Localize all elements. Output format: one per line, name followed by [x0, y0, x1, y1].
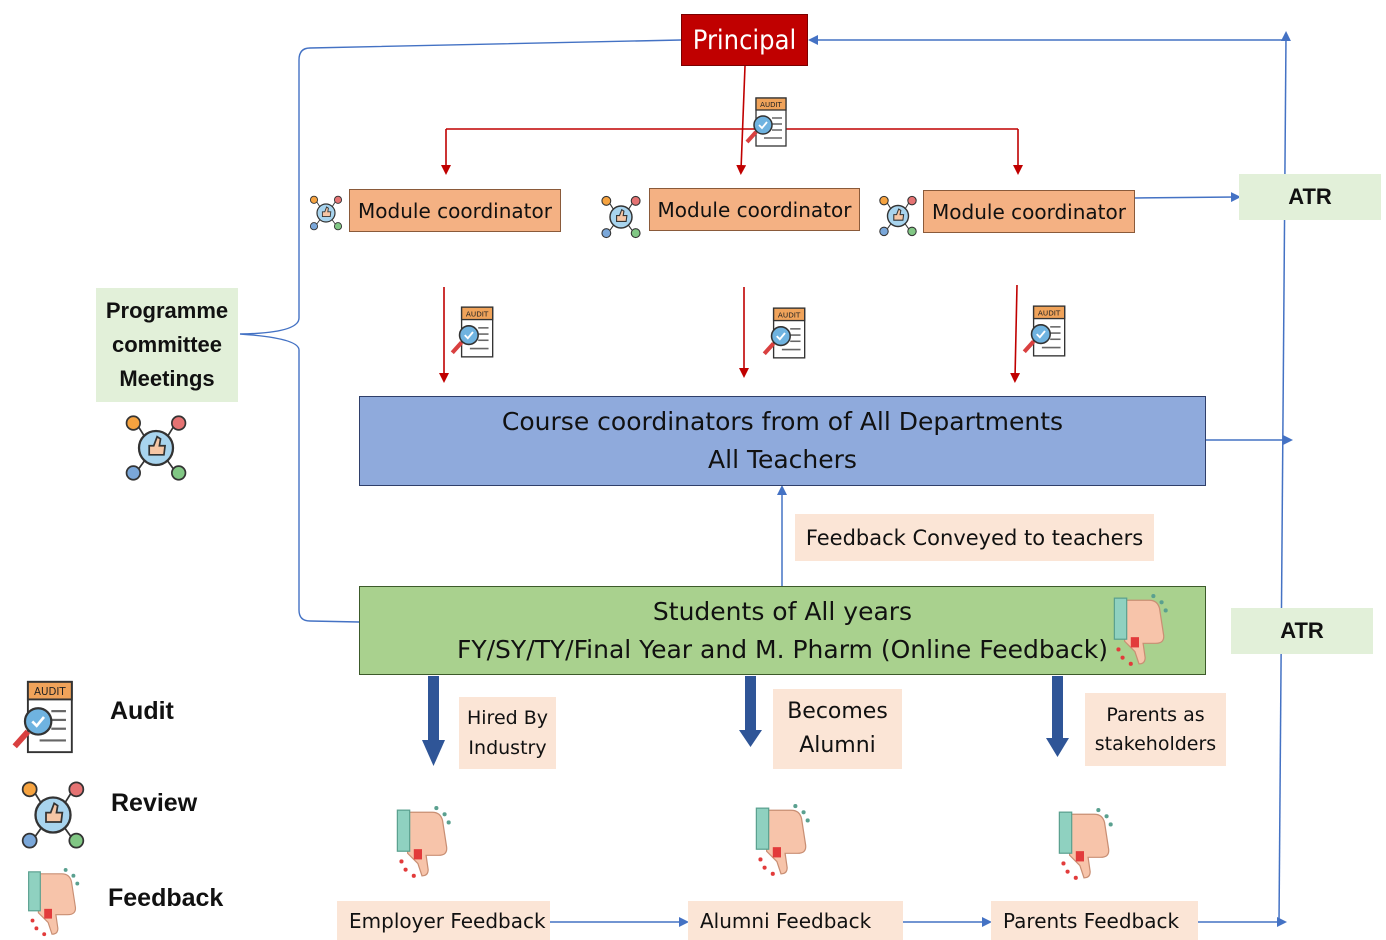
audit-icon: AUDIT — [450, 306, 494, 358]
alumni-line-2: Alumni — [799, 733, 876, 758]
right-vertical-line — [1278, 31, 1291, 924]
feedback-icon — [1058, 808, 1113, 880]
alumni-line-1: Becomes — [787, 699, 888, 724]
principal-down-line — [736, 65, 747, 175]
alumni-feedback-box: Alumni Feedback — [688, 901, 903, 940]
review-icon — [879, 195, 917, 237]
programme-committee-box: Programme committee Meetings — [96, 288, 238, 402]
atr-label-bottom: ATR — [1280, 618, 1324, 643]
principal-box: Principal — [681, 14, 808, 66]
svg-text:AUDIT: AUDIT — [778, 310, 801, 319]
svg-text:AUDIT: AUDIT — [34, 686, 66, 698]
svg-text:AUDIT: AUDIT — [466, 309, 489, 318]
students-line-2: FY/SY/TY/Final Year and M. Pharm (Online… — [456, 634, 1108, 664]
legend-review-label: Review — [111, 789, 198, 817]
alumni-feedback-label: Alumni Feedback — [700, 908, 872, 933]
atr-box-top: ATR — [1239, 174, 1381, 220]
programme-line-3: Meetings — [119, 366, 215, 391]
module3-down-arrow — [1010, 284, 1021, 383]
svg-text:AUDIT: AUDIT — [760, 101, 782, 109]
svg-text:AUDIT: AUDIT — [1038, 308, 1061, 317]
module-coordinator-box-3: Module coordinator — [923, 190, 1135, 233]
hired-line-2: Industry — [468, 737, 547, 759]
feedback-icon — [396, 806, 451, 878]
employer-feedback-label: Employer Feedback — [349, 908, 546, 933]
audit-icon: AUDIT — [762, 307, 806, 359]
thick-arrow-alumni — [739, 676, 762, 747]
module3-to-atr-arrow — [1134, 192, 1241, 203]
legend-feedback-label: Feedback — [108, 884, 224, 912]
hired-by-industry-box: Hired By Industry — [459, 697, 556, 769]
audit-icon: AUDIT — [745, 97, 787, 147]
programme-bracket — [239, 39, 682, 623]
feedback-icon — [1113, 594, 1168, 666]
module-coordinator-box-1: Module coordinator — [349, 189, 561, 232]
feedback-conveyed-box: Feedback Conveyed to teachers — [795, 514, 1154, 561]
students-line-1: Students of All years — [652, 596, 913, 626]
parents-stakeholders-box: Parents as stakeholders — [1085, 693, 1226, 766]
hired-line-1: Hired By — [466, 707, 549, 729]
module-coordinator-label-1: Module coordinator — [358, 198, 552, 223]
atr-box-bottom: ATR — [1231, 608, 1373, 654]
module-coordinator-box-2: Module coordinator — [649, 188, 860, 231]
parents-feedback-box: Parents Feedback — [991, 901, 1198, 940]
programme-line-2: committee — [111, 332, 223, 357]
legend-review-icon — [21, 781, 85, 849]
becomes-alumni-box: Becomes Alumni — [773, 689, 902, 769]
atr-label-top: ATR — [1288, 184, 1332, 209]
students-box: Students of All years FY/SY/TY/Final Yea… — [359, 586, 1206, 675]
legend-audit-icon: AUDIT — [12, 680, 73, 754]
feedback-icon — [755, 804, 810, 876]
module-coordinator-label-3: Module coordinator — [932, 199, 1126, 224]
programme-line-1: Programme — [105, 298, 229, 323]
audit-icon: AUDIT — [1022, 305, 1066, 357]
legend-audit-label: Audit — [110, 697, 174, 725]
thick-arrow-parents — [1046, 676, 1069, 757]
feedback-conveyed-label: Feedback Conveyed to teachers — [805, 525, 1144, 550]
review-icon — [125, 415, 187, 481]
course-line-2: All Teachers — [708, 445, 857, 474]
course-line-1: Course coordinators from of All Departme… — [501, 407, 1064, 436]
module-coordinator-label-2: Module coordinator — [657, 197, 852, 222]
principal-label: Principal — [692, 24, 797, 56]
review-icon — [601, 195, 641, 239]
legend-feedback-icon — [28, 867, 80, 937]
parents-feedback-label: Parents Feedback — [1003, 908, 1180, 933]
review-icon — [309, 195, 343, 231]
parents-line-2: stakeholders — [1094, 732, 1217, 755]
course-coordinators-box: Course coordinators from of All Departme… — [359, 396, 1206, 486]
thick-arrow-hired — [422, 676, 445, 766]
parents-line-1: Parents as — [1106, 703, 1205, 726]
employer-feedback-box: Employer Feedback — [337, 901, 550, 940]
